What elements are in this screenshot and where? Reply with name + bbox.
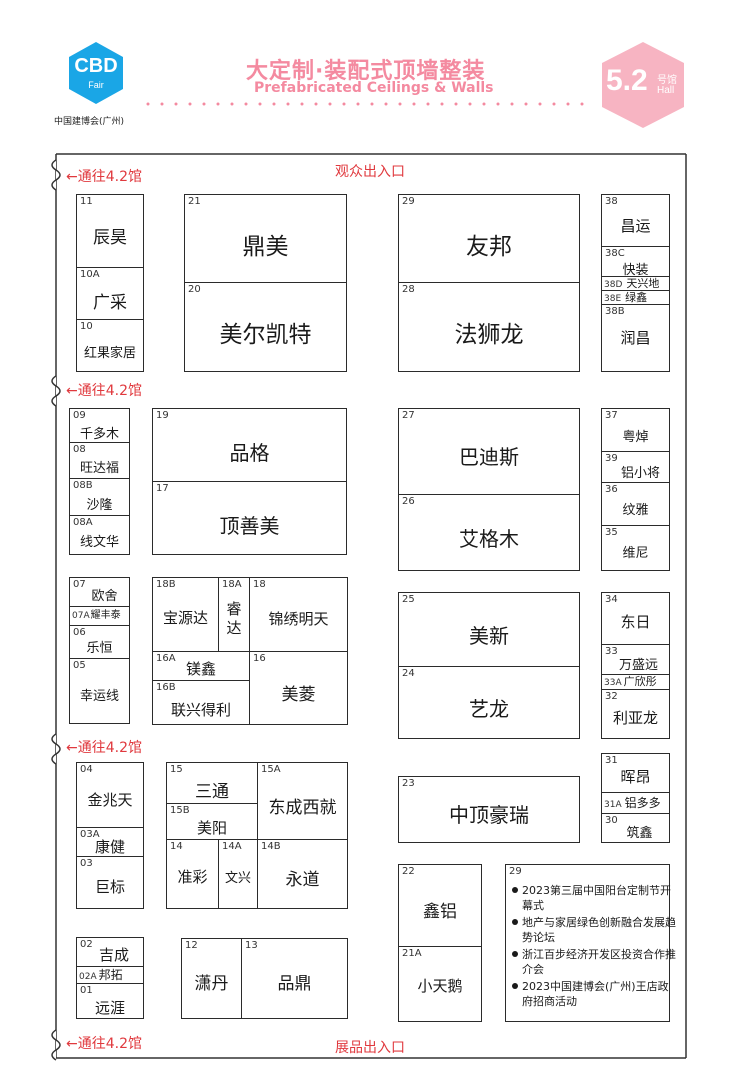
booth-16[interactable]: 16 美菱 — [249, 651, 348, 725]
booth-31[interactable]: 31 晖昂 — [601, 753, 670, 793]
booth-11[interactable]: 11 辰昊 — [76, 194, 144, 268]
booth-02[interactable]: 02 吉成 — [76, 937, 144, 967]
booth-29-events[interactable]: 29 2023第三届中国阳台定制节开幕式 地产与家居绿色创新融合发展趋势论坛 浙… — [505, 864, 676, 1022]
wall-break-icon — [51, 159, 61, 1061]
event-list: 2023第三届中国阳台定制节开幕式 地产与家居绿色创新融合发展趋势论坛 浙江百步… — [510, 883, 676, 1009]
event-item: 2023中国建博会(广州)王店政府招商活动 — [512, 979, 677, 1009]
hexagon-logo-icon — [69, 42, 123, 104]
booth-07[interactable]: 07 欧舍 — [69, 577, 130, 607]
event-item: 2023第三届中国阳台定制节开幕式 — [512, 883, 677, 913]
booth-26[interactable]: 26 艾格木 — [398, 494, 580, 571]
booth-13[interactable]: 13 品鼎 — [241, 938, 348, 1019]
booth-08b[interactable]: 08B 沙隆 — [69, 478, 130, 516]
cbd-logo: CBD Fair — [66, 40, 126, 106]
booth-14b[interactable]: 14B 永道 — [257, 839, 348, 909]
booth-15[interactable]: 15 三通 — [166, 762, 258, 804]
booth-21a[interactable]: 21A 小天鹅 — [398, 946, 482, 1022]
booth-24[interactable]: 24 艺龙 — [398, 666, 580, 739]
direction-to-hall-4-2: ←通往4.2馆 — [66, 383, 142, 399]
booth-18[interactable]: 18 锦绣明天 — [249, 577, 348, 652]
booth-27[interactable]: 27 巴迪斯 — [398, 408, 580, 495]
booth-38[interactable]: 38 昌运 — [601, 194, 670, 247]
booth-23[interactable]: 23 中顶豪瑞 — [398, 776, 580, 843]
booth-18b[interactable]: 18B 宝源达 — [152, 577, 219, 652]
page-title: 大定制·装配式顶墙整装 — [246, 59, 486, 84]
booth-03[interactable]: 03 巨标 — [76, 856, 144, 909]
booth-12[interactable]: 12 潇丹 — [181, 938, 242, 1019]
hall-number: 5.2 — [606, 64, 648, 97]
event-item: 地产与家居绿色创新融合发展趋势论坛 — [512, 916, 676, 944]
direction-to-hall-4-2: ←通往4.2馆 — [66, 740, 142, 756]
page-subtitle: Prefabricated Ceilings & Walls — [254, 80, 494, 96]
booth-14[interactable]: 14 准彩 — [166, 839, 219, 909]
booth-36[interactable]: 36 纹雅 — [601, 482, 670, 526]
booth-08a[interactable]: 08A 线文华 — [69, 515, 130, 555]
booth-07a[interactable]: 07A耀丰泰 — [69, 606, 130, 626]
booth-25[interactable]: 25 美新 — [398, 592, 580, 667]
booth-30[interactable]: 30 筑鑫 — [601, 813, 670, 843]
booth-18a[interactable]: 18A 睿达 — [218, 577, 250, 652]
direction-to-hall-4-2: ←通往4.2馆 — [66, 1036, 142, 1052]
hall-en: Hall — [657, 85, 675, 96]
booth-01[interactable]: 01 远涯 — [76, 983, 144, 1019]
exhibit-entrance: 展品出入口 — [335, 1040, 405, 1056]
booth-32[interactable]: 32 利亚龙 — [601, 689, 670, 739]
booth-35[interactable]: 35 维尼 — [601, 525, 670, 571]
booth-16a[interactable]: 16A 镁鑫 — [152, 651, 250, 681]
booth-37[interactable]: 37 粤焯 — [601, 408, 670, 452]
booth-21[interactable]: 21 鼎美 — [184, 194, 347, 283]
booth-39[interactable]: 39 铝小将 — [601, 451, 670, 483]
hall-badge: 5.2 号馆 Hall — [600, 40, 686, 130]
booth-04[interactable]: 04 金兆天 — [76, 762, 144, 828]
logo-sub: Fair — [88, 80, 104, 90]
booth-17[interactable]: 17 顶善美 — [152, 481, 347, 555]
booth-10[interactable]: 10 红果家居 — [76, 319, 144, 372]
hall-cn: 号馆 — [657, 75, 677, 86]
booth-15a[interactable]: 15A 东成西就 — [257, 762, 348, 840]
booth-29[interactable]: 29 友邦 — [398, 194, 580, 283]
booth-03a[interactable]: 03A 康健 — [76, 827, 144, 857]
booth-38c[interactable]: 38C 快装 — [601, 246, 670, 278]
booth-15b[interactable]: 15B 美阳 — [166, 803, 258, 840]
booth-14a[interactable]: 14A 文兴 — [218, 839, 258, 909]
booth-16b[interactable]: 16B 联兴得利 — [152, 680, 250, 725]
booth-33[interactable]: 33 万盛远 — [601, 644, 670, 675]
visitor-entrance: 观众出入口 — [335, 164, 405, 180]
event-item: 浙江百步经济开发区投资合作推介会 — [512, 948, 676, 976]
booth-34[interactable]: 34 东日 — [601, 592, 670, 645]
booth-09[interactable]: 09 千多木 — [69, 408, 130, 443]
hexagon-badge-icon — [602, 42, 684, 128]
direction-to-hall-4-2: ←通往4.2馆 — [66, 169, 142, 185]
booth-20[interactable]: 20 美尔凯特 — [184, 282, 347, 372]
logo-text: CBD — [74, 55, 118, 77]
org-name: 中国建博会(广州) — [54, 117, 125, 127]
booth-19[interactable]: 19 品格 — [152, 408, 347, 482]
booth-38b[interactable]: 38B 润昌 — [601, 304, 670, 372]
booth-06[interactable]: 06 乐恒 — [69, 625, 130, 659]
booth-28[interactable]: 28 法狮龙 — [398, 282, 580, 372]
booth-05[interactable]: 05 幸运线 — [69, 658, 130, 724]
booth-22[interactable]: 22 鑫铝 — [398, 864, 482, 947]
booth-08[interactable]: 08 旺达福 — [69, 442, 130, 479]
booth-10a[interactable]: 10A 广采 — [76, 267, 144, 320]
